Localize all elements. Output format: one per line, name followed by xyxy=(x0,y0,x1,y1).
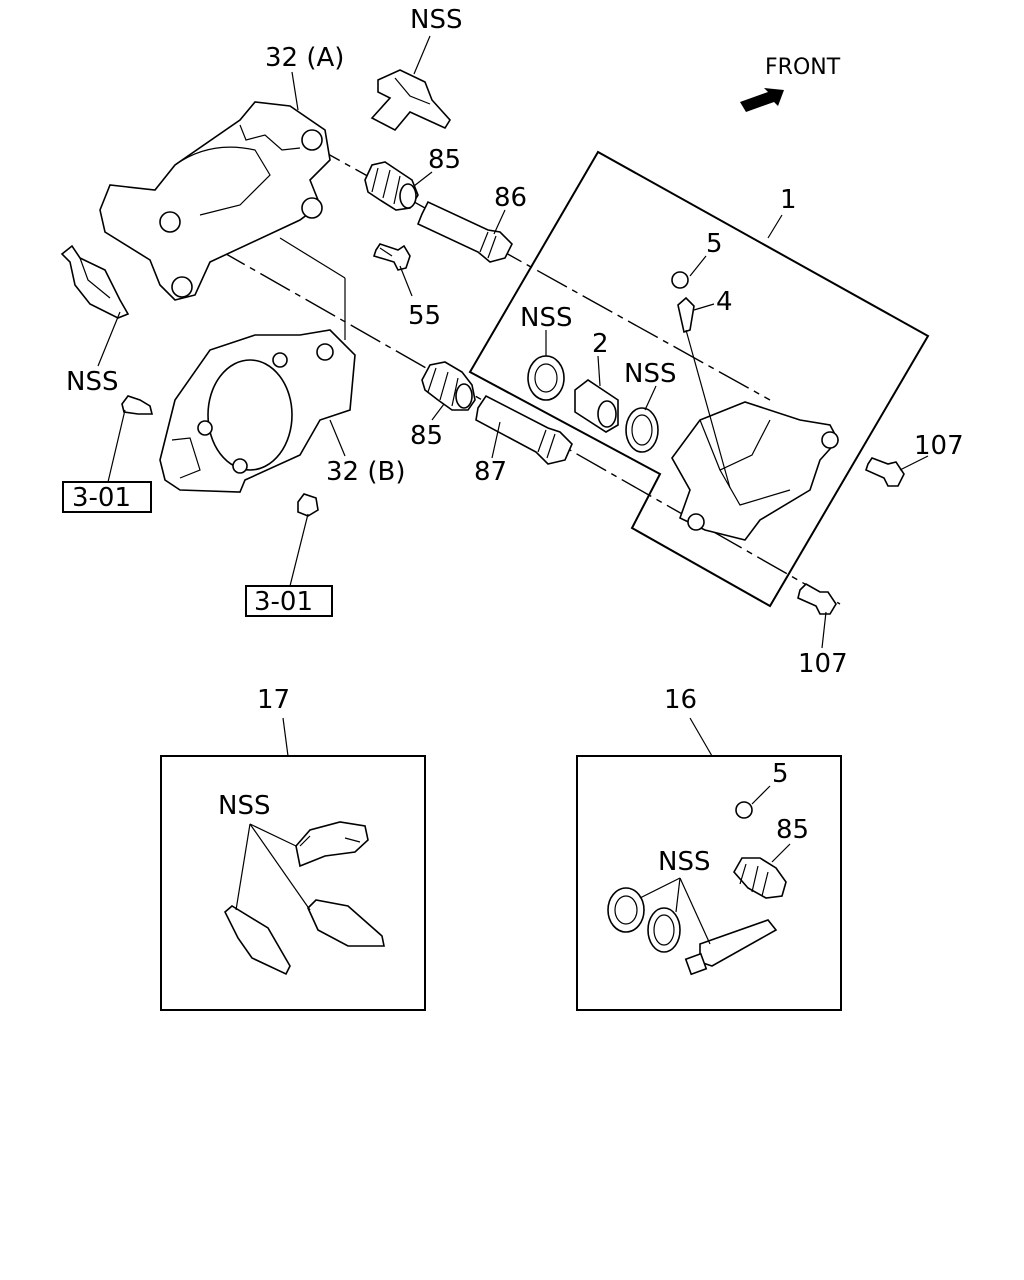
front-label: FRONT xyxy=(765,55,841,80)
label-86: 86 xyxy=(494,183,527,213)
bracket-link-line xyxy=(279,237,346,279)
label-85-lower: 85 xyxy=(410,421,443,451)
label-107-lower: 107 xyxy=(798,649,848,679)
kit-17-contents xyxy=(224,821,385,976)
kit-box-16 xyxy=(576,755,842,1011)
guide-pin-86 xyxy=(416,200,513,263)
leader-lines xyxy=(97,35,929,757)
ref-box-3-01-left[interactable] xyxy=(62,481,152,513)
label-nss-left: NSS xyxy=(66,367,118,397)
pad-clip-left xyxy=(60,244,130,319)
label-nss-seal: NSS xyxy=(520,303,572,333)
dust-seal-ring xyxy=(625,407,659,453)
label-32b: 32 (B) xyxy=(326,457,405,487)
guide-pin-87 xyxy=(475,394,573,465)
label-4: 4 xyxy=(716,287,733,317)
label-16: 16 xyxy=(664,685,697,715)
label-85-upper: 85 xyxy=(428,145,461,175)
piston-seal xyxy=(527,355,565,401)
ref-3-01-left[interactable]: 3-01 xyxy=(72,483,131,513)
bolt-107-upper xyxy=(865,457,905,487)
bracket-32a xyxy=(99,101,331,301)
boot-85-upper xyxy=(364,161,419,211)
bolt-55 xyxy=(372,243,411,271)
nut-3-01-lower xyxy=(297,493,319,517)
label-2: 2 xyxy=(592,329,609,359)
label-nss-ring: NSS xyxy=(624,359,676,389)
ref-box-3-01-lower[interactable] xyxy=(245,585,333,617)
kit-box-17 xyxy=(160,755,426,1011)
label-17: 17 xyxy=(257,685,290,715)
front-arrow-icon xyxy=(740,88,784,112)
label-nss-kit17: NSS xyxy=(218,791,270,821)
bleeder-cap-5 xyxy=(671,271,689,289)
label-85-kit: 85 xyxy=(776,815,809,845)
front-direction-indicator: FRONT xyxy=(740,55,841,112)
label-87: 87 xyxy=(474,457,507,487)
label-107-upper: 107 xyxy=(914,431,964,461)
label-5-upper: 5 xyxy=(706,229,723,259)
caliper-assembly-outline xyxy=(468,150,930,608)
label-5-kit: 5 xyxy=(772,759,789,789)
label-32a: 32 (A) xyxy=(265,43,344,73)
caliper-body-1 xyxy=(671,401,839,541)
kit-16-contents xyxy=(607,785,791,976)
piston-2 xyxy=(574,379,619,433)
label-nss-top: NSS xyxy=(410,5,462,35)
label-55: 55 xyxy=(408,301,441,331)
bracket-32b xyxy=(159,329,356,493)
label-nss-kit16: NSS xyxy=(658,847,710,877)
pad-clip-top xyxy=(370,69,451,132)
bolt-3-01-left xyxy=(121,395,154,415)
label-1: 1 xyxy=(780,185,797,215)
part-labels: NSS 32 (A) 85 86 1 5 4 55 NSS NSS 2 NSS … xyxy=(66,5,964,877)
boot-85-lower xyxy=(421,361,476,411)
ref-3-01-lower[interactable]: 3-01 xyxy=(254,587,313,617)
bolt-107-lower xyxy=(797,583,837,615)
bleeder-screw-4 xyxy=(677,296,731,489)
